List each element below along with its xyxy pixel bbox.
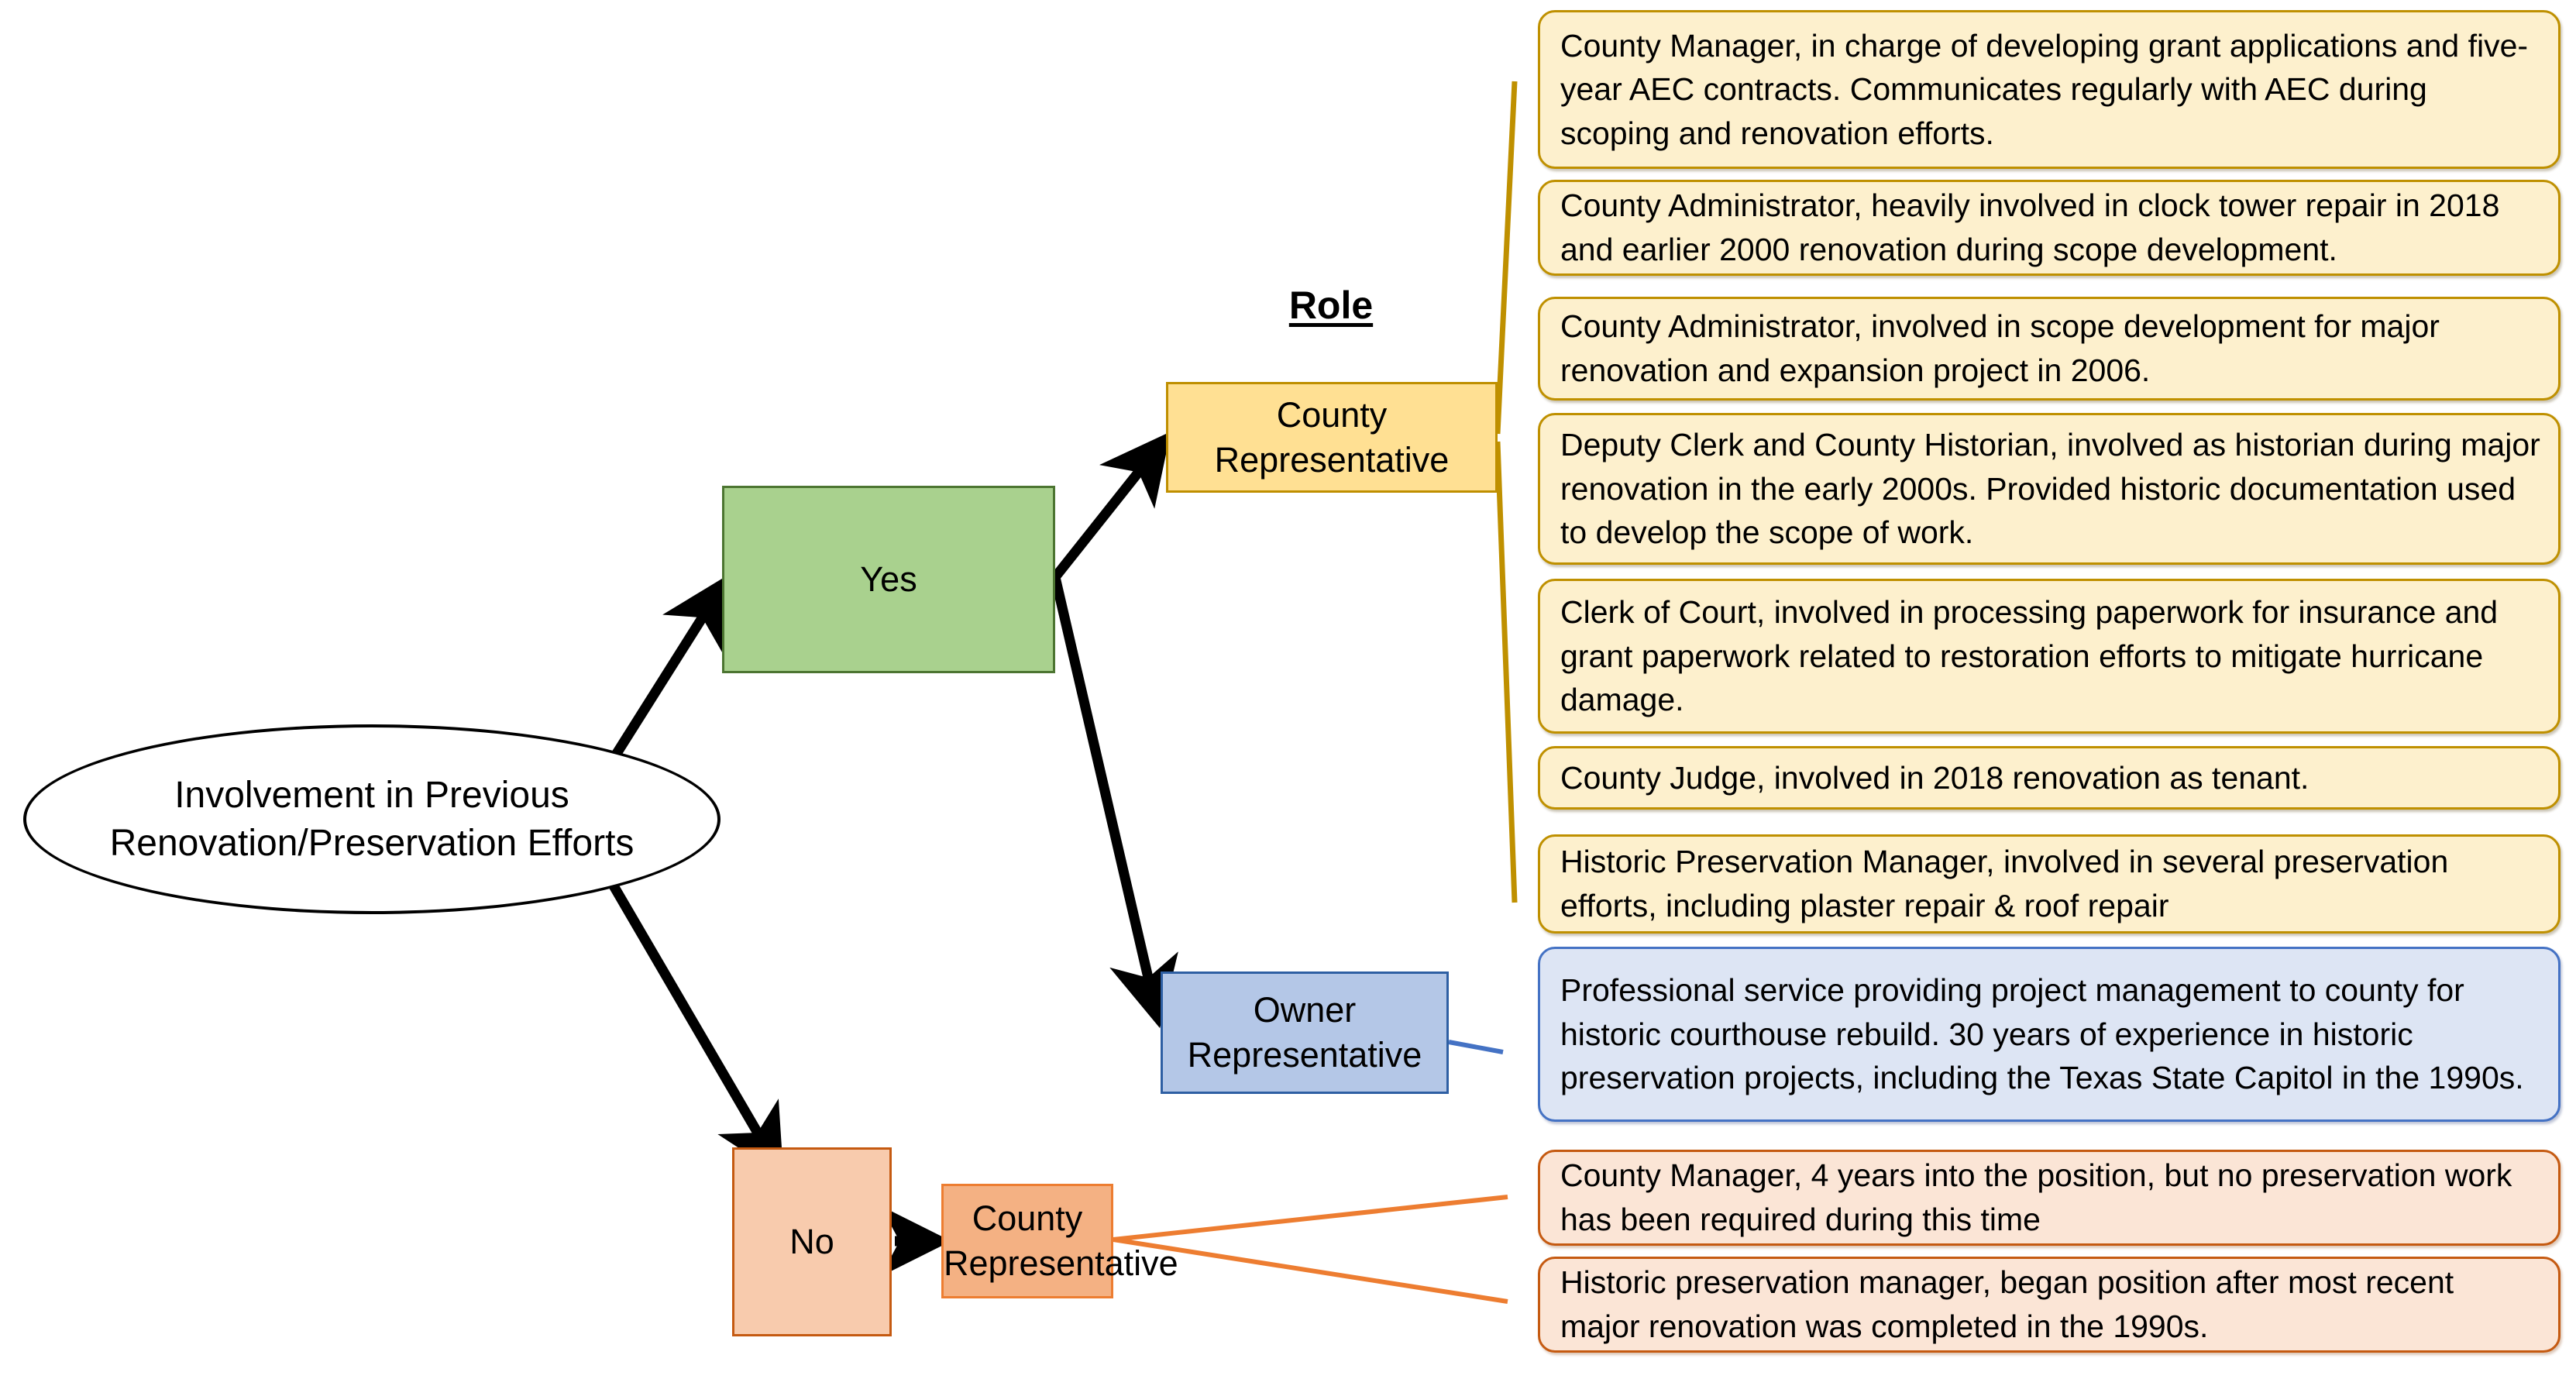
root-node-involvement[interactable]: Involvement in Previous Renovation/Prese…	[23, 724, 721, 914]
leader-yellow-down	[1494, 441, 1518, 903]
callout-county-rep-yes-7[interactable]: Historic Preservation Manager, involved …	[1538, 834, 2561, 934]
edge-yes-to-owner-rep	[1050, 576, 1178, 1029]
branch-node-yes[interactable]: Yes	[722, 486, 1055, 673]
edge-yes-to-county-rep	[1051, 432, 1171, 581]
callout-county-rep-yes-5[interactable]: Clerk of Court, involved in processing p…	[1538, 579, 2561, 734]
leader-orange-up	[1113, 1195, 1508, 1242]
role-node-county-representative-no-label: County Representative	[944, 1198, 1178, 1283]
leader-blue	[1448, 1040, 1504, 1054]
callout-county-rep-yes-1[interactable]: County Manager, in charge of developing …	[1538, 10, 2561, 169]
callout-text: County Judge, involved in 2018 renovatio…	[1560, 759, 2309, 796]
role-column-header-text: Role	[1288, 284, 1374, 327]
callout-text: Professional service providing project m…	[1560, 972, 2524, 1096]
callout-owner-rep-1[interactable]: Professional service providing project m…	[1538, 947, 2561, 1122]
callout-text: Historic preservation manager, began pos…	[1560, 1264, 2454, 1344]
callout-text: County Administrator, heavily involved i…	[1560, 187, 2500, 267]
callout-text: County Manager, in charge of developing …	[1560, 27, 2529, 151]
role-column-header: Role	[1230, 283, 1432, 328]
edge-root-to-no	[607, 880, 784, 1178]
leader-yellow-up	[1494, 81, 1518, 435]
branch-node-yes-label: Yes	[860, 559, 917, 600]
role-node-county-representative-no[interactable]: County Representative	[941, 1184, 1178, 1298]
root-node-label: Involvement in Previous Renovation/Prese…	[109, 775, 635, 864]
callout-text: County Manager, 4 years into the positio…	[1560, 1157, 2512, 1237]
callout-county-rep-no-1[interactable]: County Manager, 4 years into the positio…	[1538, 1150, 2561, 1246]
callout-county-rep-yes-3[interactable]: County Administrator, involved in scope …	[1538, 297, 2561, 401]
callout-text: County Administrator, involved in scope …	[1560, 308, 2440, 388]
branch-node-no[interactable]: No	[732, 1147, 892, 1336]
role-node-owner-representative-label: Owner Representative	[1187, 990, 1422, 1075]
role-node-owner-representative[interactable]: Owner Representative	[1161, 971, 1449, 1094]
callout-county-rep-no-2[interactable]: Historic preservation manager, began pos…	[1538, 1257, 2561, 1353]
branch-node-no-label: No	[789, 1222, 834, 1262]
role-node-county-representative-yes-label: County Representative	[1214, 394, 1450, 480]
callout-county-rep-yes-6[interactable]: County Judge, involved in 2018 renovatio…	[1538, 746, 2561, 810]
role-node-county-representative-yes[interactable]: County Representative	[1166, 382, 1498, 493]
callout-text: Clerk of Court, involved in processing p…	[1560, 594, 2499, 718]
callout-county-rep-yes-4[interactable]: Deputy Clerk and County Historian, invol…	[1538, 413, 2561, 565]
callout-text: Historic Preservation Manager, involved …	[1560, 844, 2449, 923]
callout-county-rep-yes-2[interactable]: County Administrator, heavily involved i…	[1538, 180, 2561, 276]
callout-text: Deputy Clerk and County Historian, invol…	[1560, 427, 2540, 551]
edge-root-to-yes	[607, 573, 731, 764]
